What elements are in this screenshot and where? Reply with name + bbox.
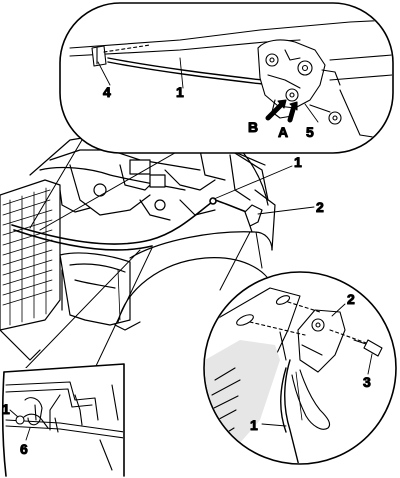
callout-top-B: B	[248, 119, 258, 135]
hood-lock-inset: 4 1 B A 5	[59, 2, 394, 154]
callout-br-1: 1	[250, 417, 258, 433]
cable-clip-inset: 1 6	[0, 363, 125, 478]
front-body-lower	[59, 252, 131, 326]
callout-br-3: 3	[363, 374, 371, 390]
vehicle-body-view	[0, 129, 276, 361]
bottom-inset-connector-lines	[21, 231, 263, 373]
callout-main-1: 1	[294, 154, 302, 170]
callout-bl-1: 1	[2, 401, 10, 417]
callout-bl-6: 6	[20, 441, 28, 457]
callout-br-2: 2	[347, 291, 355, 307]
callout-main-2: 2	[316, 199, 324, 215]
callout-top-1: 1	[176, 84, 184, 100]
release-lever-inset: 2 3 1	[203, 271, 397, 465]
body-edge	[229, 149, 269, 201]
release-cable	[11, 197, 256, 251]
callout-top-5: 5	[306, 124, 314, 140]
main-view-callouts: 1 2	[213, 154, 325, 216]
release-lever-location	[244, 204, 263, 233]
callout-top-A: A	[278, 124, 288, 140]
radiator-grille	[0, 179, 61, 361]
callout-top-4: 4	[103, 84, 111, 100]
